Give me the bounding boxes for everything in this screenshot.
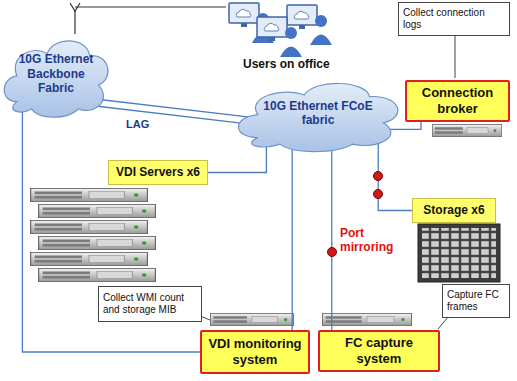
text-holder: Connection broker — [411, 85, 504, 116]
mirror-dot — [374, 190, 383, 199]
text-holder: Capture FC frames — [447, 289, 505, 313]
group-tag: Storage x6 — [412, 198, 496, 223]
callout-text: Port mirroring — [338, 226, 406, 255]
link-stroke — [331, 138, 332, 330]
link-line — [22, 92, 200, 352]
node-text: FC capture system — [324, 335, 434, 366]
node-text: Connection broker — [411, 85, 504, 116]
text-holder: Storage x6 — [417, 203, 491, 217]
link-line — [292, 138, 293, 330]
node-text: Storage x6 — [417, 203, 491, 217]
text-holder: Collect connection logs — [403, 7, 505, 31]
system-box: FC capture system — [318, 330, 440, 372]
link-line — [378, 134, 412, 211]
note-box: Collect connection logs — [398, 2, 510, 36]
text-holder: FC capture system — [324, 335, 434, 366]
node-text: VDI monitoring system — [206, 336, 304, 367]
node-text: Collect connection logs — [403, 7, 505, 31]
network-cloud: 10G Ethernet Backbone Fabric — [0, 28, 112, 120]
note-box: Collect WMI count and storage MIB — [98, 286, 202, 322]
text-holder: VDI monitoring system — [206, 336, 304, 367]
note-box: Capture FC frames — [442, 284, 510, 318]
text-holder: Collect WMI count and storage MIB — [103, 292, 197, 316]
node-text: 10G Ethernet Backbone Fabric — [16, 52, 96, 95]
system-box: VDI monitoring system — [200, 330, 310, 374]
mirror-dot — [328, 248, 337, 257]
node-text: Capture FC frames — [447, 289, 505, 313]
link-stroke — [292, 138, 293, 330]
link-stroke — [378, 134, 412, 211]
link-stroke — [22, 92, 200, 352]
link-line — [331, 138, 332, 330]
link-label: LAG — [124, 118, 151, 131]
text-holder: 10G Ethernet FCoE fabric — [248, 99, 388, 128]
mirror-dot — [374, 172, 383, 181]
node-text: 10G Ethernet FCoE fabric — [248, 99, 388, 128]
network-cloud: 10G Ethernet FCoE fabric — [232, 72, 404, 154]
node-text: Collect WMI count and storage MIB — [103, 292, 197, 316]
group-tag: VDI Servers x6 — [108, 160, 208, 185]
text-holder: 10G Ethernet Backbone Fabric — [16, 52, 96, 95]
caption-label: Users on office — [241, 57, 332, 71]
node-text: VDI Servers x6 — [113, 165, 203, 179]
text-holder: VDI Servers x6 — [113, 165, 203, 179]
system-box: Connection broker — [405, 80, 510, 122]
